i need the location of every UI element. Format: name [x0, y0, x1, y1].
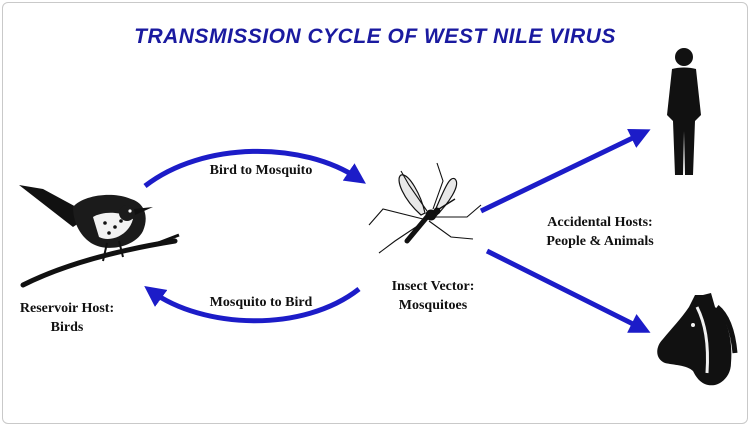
person-icon	[667, 48, 701, 175]
arrow-bird-to-mosquito	[143, 148, 366, 188]
bird-icon	[19, 185, 180, 288]
diagram-canvas	[19, 48, 738, 386]
label-reservoir-host-line2: Birds	[50, 320, 84, 335]
label-bird-to-mosquito: Bird to Mosquito	[209, 163, 313, 178]
label-insect-vector: Insect Vector: Mosquitoes	[363, 277, 503, 315]
mosquito-icon	[368, 162, 482, 254]
arrow-to-animals	[485, 248, 651, 333]
label-mosquito-to-bird: Mosquito to Bird	[209, 295, 313, 310]
label-accidental-hosts: Accidental Hosts: People & Animals	[525, 213, 675, 251]
label-insect-vector-line2: Mosquitoes	[398, 298, 468, 313]
horse-icon	[657, 293, 738, 386]
label-insect-vector-line1: Insect Vector:	[391, 279, 475, 294]
arrow-to-people	[479, 129, 651, 214]
label-accidental-hosts-line1: Accidental Hosts:	[547, 215, 653, 230]
label-reservoir-host-line1: Reservoir Host:	[19, 301, 115, 316]
arrow-mosquito-to-bird	[144, 286, 361, 324]
diagram-title: TRANSMISSION CYCLE OF WEST NILE VIRUS	[134, 25, 616, 48]
label-reservoir-host: Reservoir Host: Birds	[7, 299, 127, 337]
label-accidental-hosts-line2: People & Animals	[546, 234, 654, 249]
